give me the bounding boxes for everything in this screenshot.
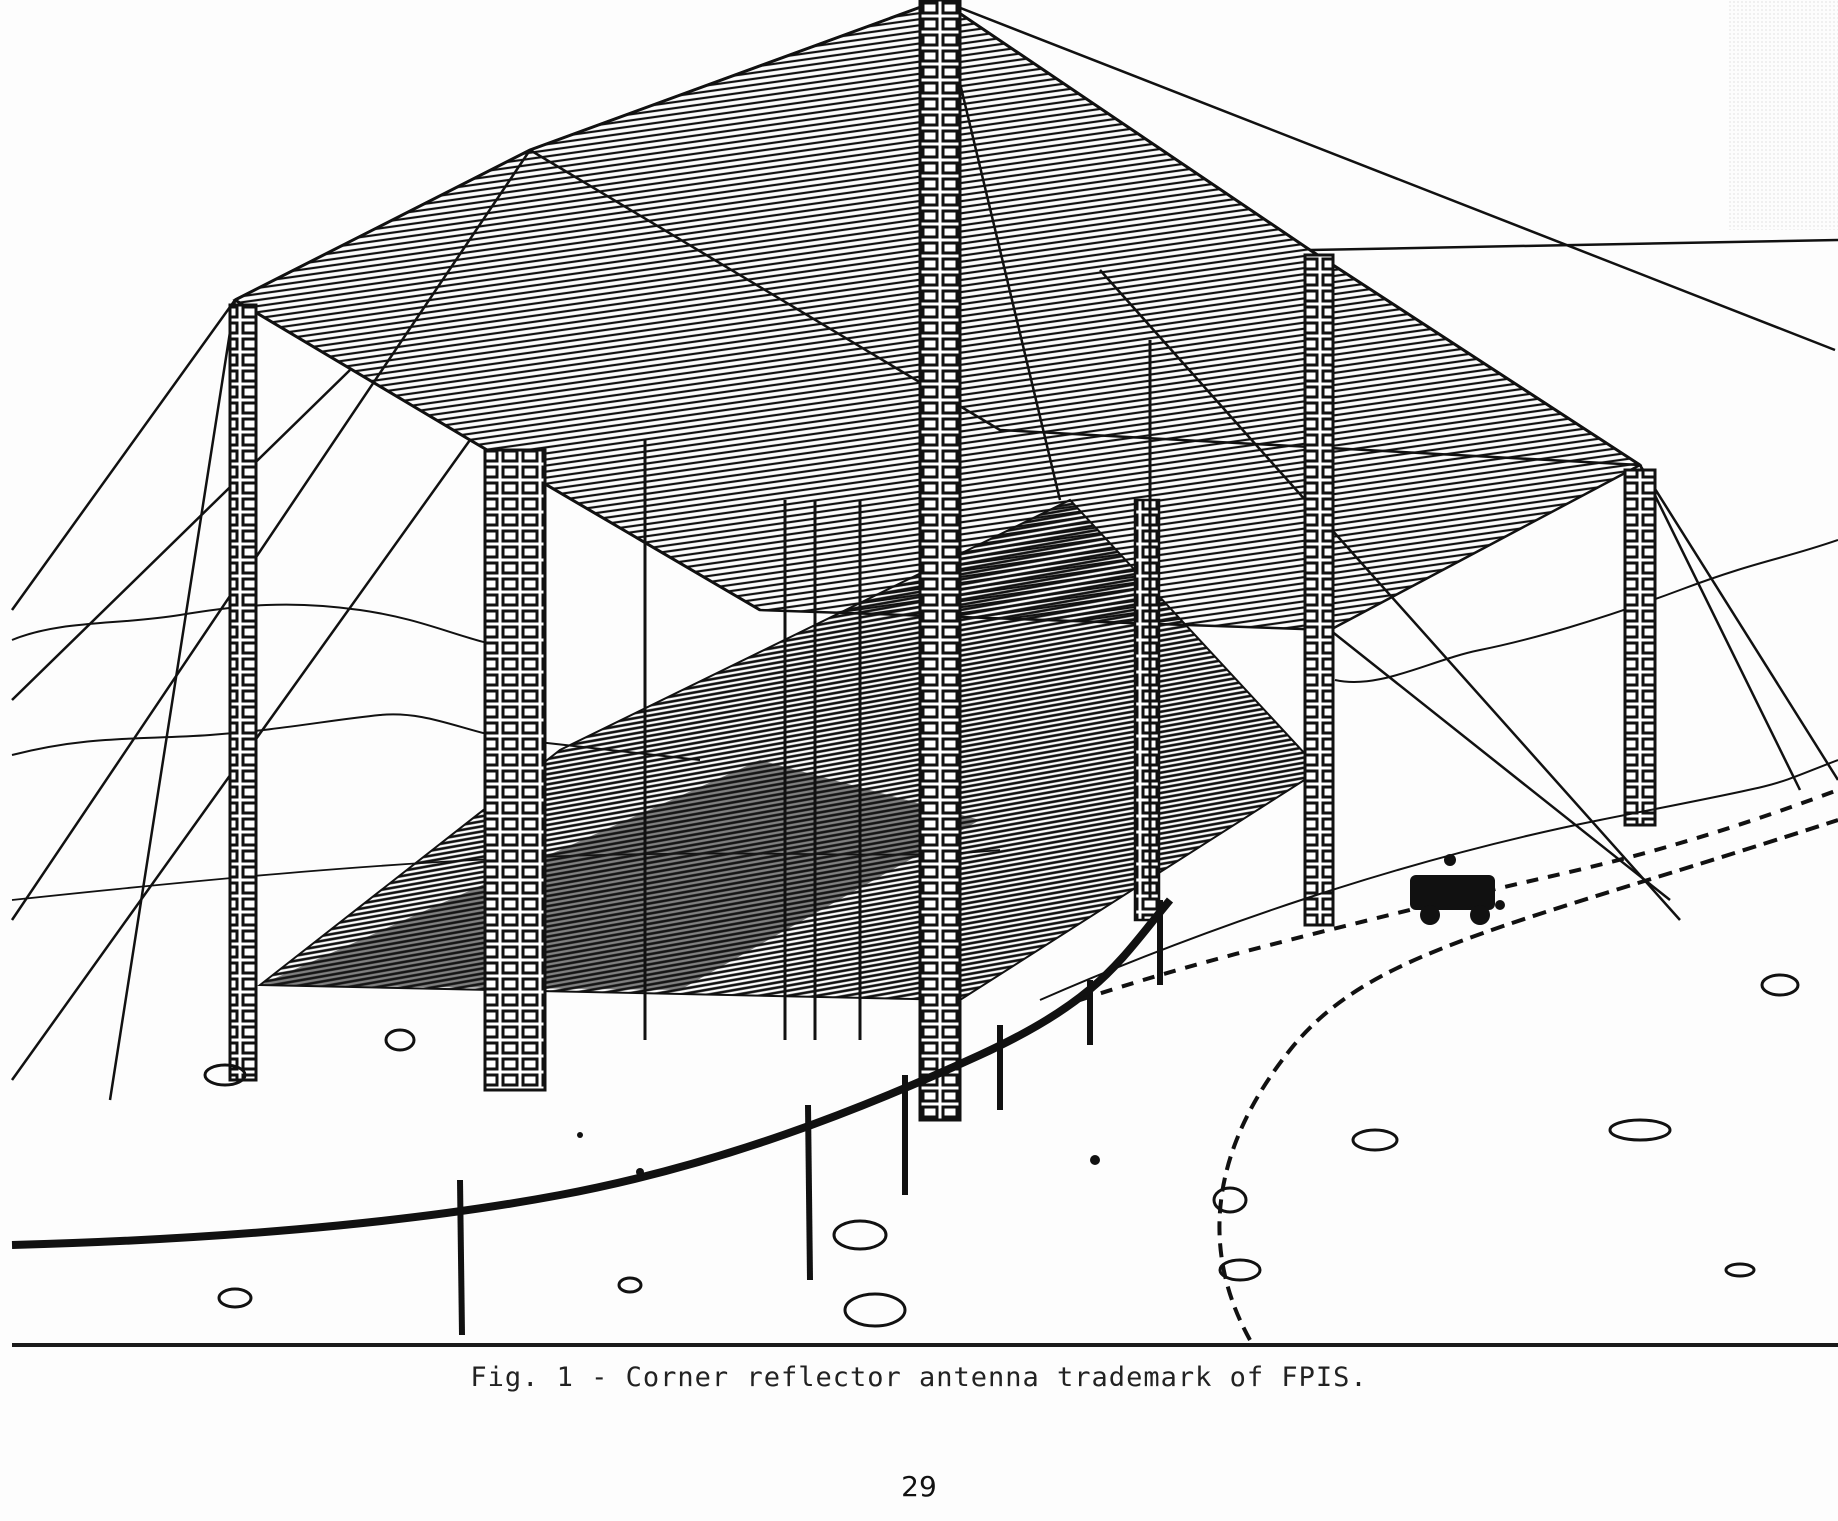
mast-front: [483, 448, 547, 1092]
road-edge: [1217, 818, 1838, 1341]
reflector-back-plane-dark: [260, 760, 980, 990]
mast-right-middle: [1303, 253, 1335, 927]
fence-posts: [457, 900, 1163, 1336]
mast-right: [1623, 468, 1657, 827]
mast-center: [918, 0, 962, 1122]
hill-slope: [1039, 759, 1838, 1001]
vehicle-icon: [1410, 875, 1495, 925]
inner-poles: [643, 340, 1152, 1040]
caption-rule: [12, 1343, 1838, 1347]
rock-dots: [577, 854, 1505, 1176]
fence-rope: [11, 897, 1174, 1249]
guy-wires: [10, 0, 1838, 1101]
page-number: 29: [901, 1470, 937, 1503]
figure-caption: Fig. 1 - Corner reflector antenna tradem…: [470, 1362, 1368, 1393]
mast-back: [1133, 498, 1161, 922]
scan-speckle: [1728, 0, 1838, 230]
corner-reflector-antenna-icon: [10, 0, 1838, 1341]
mast-left: [228, 303, 258, 1082]
rocks: [203, 973, 1800, 1328]
antenna-illustration: [10, 0, 1838, 1341]
canopy-edge: [234, 0, 1641, 467]
canopy-diagonal: [529, 148, 1641, 467]
ridge-line-right: [1334, 539, 1838, 683]
